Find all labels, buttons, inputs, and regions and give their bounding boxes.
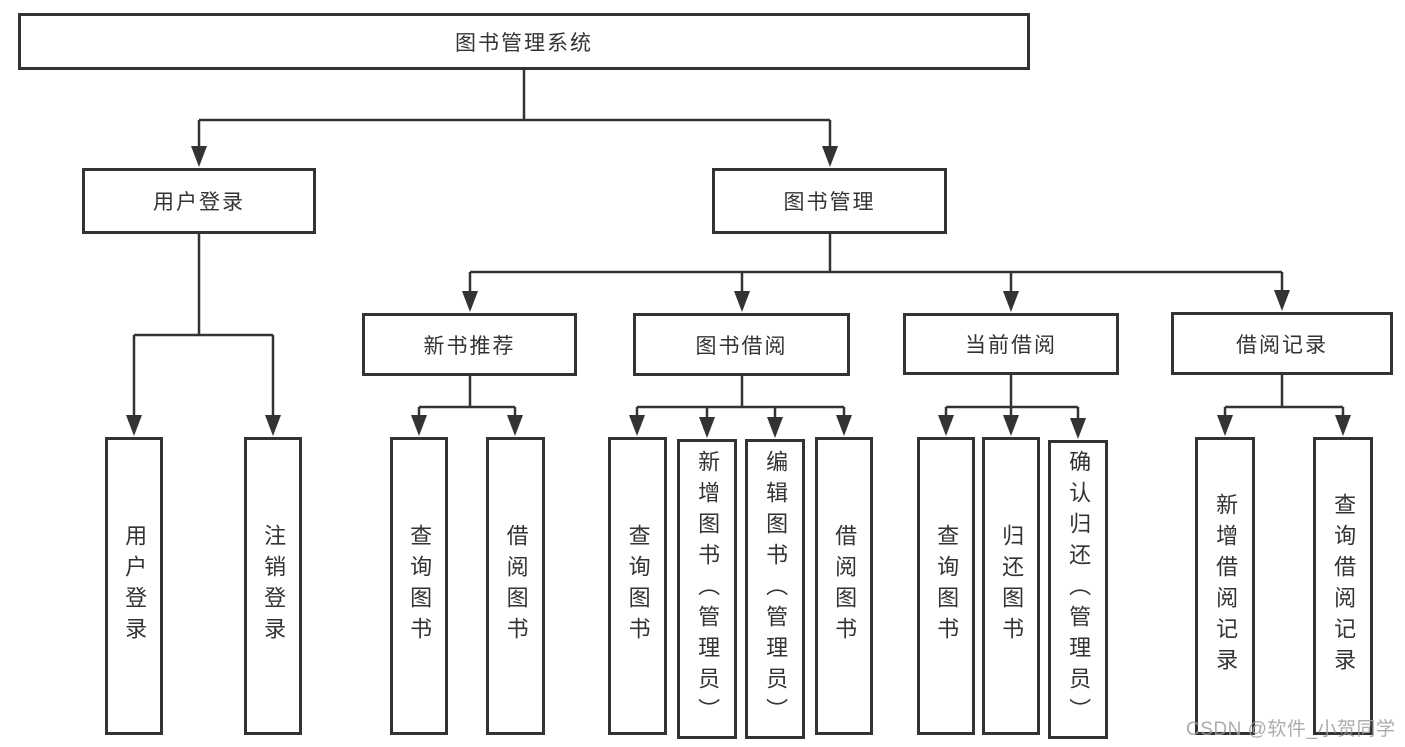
leaf-logout-login: 注销登录: [244, 437, 302, 735]
node-borrow-records: 借阅记录: [1171, 312, 1393, 375]
leaf-query-books-borrow: 查询图书: [608, 437, 667, 735]
leaf-query-books-recommend: 查询图书: [390, 437, 448, 735]
leaf-borrow-books-recommend: 借阅图书: [486, 437, 545, 735]
leaf-query-borrow-record: 查询借阅记录: [1313, 437, 1373, 735]
leaf-add-books-admin: 新增图书（管理员）: [677, 439, 737, 739]
leaf-edit-books-admin: 编辑图书（管理员）: [745, 439, 805, 739]
leaf-return-books: 归还图书: [982, 437, 1040, 735]
leaf-query-books-current: 查询图书: [917, 437, 975, 735]
node-root-system: 图书管理系统: [18, 13, 1030, 70]
leaf-borrow-books: 借阅图书: [815, 437, 873, 735]
node-book-management: 图书管理: [712, 168, 947, 234]
node-book-borrow: 图书借阅: [633, 313, 850, 376]
connector-paths: [132, 70, 1345, 422]
node-current-borrow: 当前借阅: [903, 313, 1119, 375]
node-new-book-recommend: 新书推荐: [362, 313, 577, 376]
leaf-user-login: 用户登录: [105, 437, 163, 735]
leaf-add-borrow-record: 新增借阅记录: [1195, 437, 1255, 735]
leaf-confirm-return-admin: 确认归还（管理员）: [1048, 440, 1108, 739]
csdn-watermark: CSDN @软件_小贺同学: [1186, 719, 1396, 740]
node-user-login: 用户登录: [82, 168, 316, 234]
